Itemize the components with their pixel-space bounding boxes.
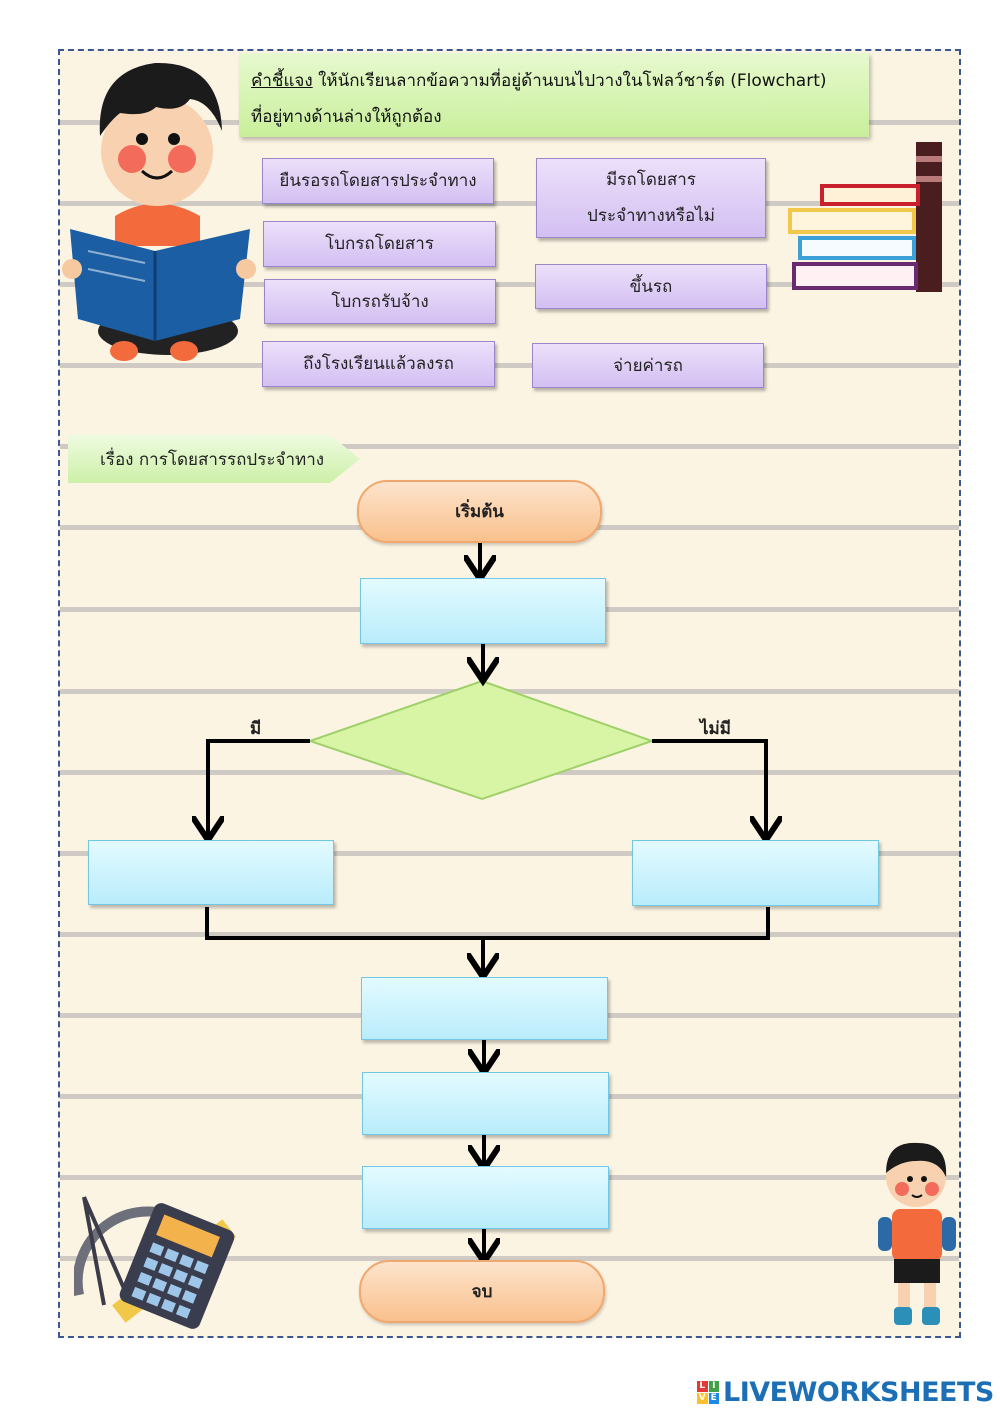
option-wait-bus[interactable]: ยืนรอรถโดยสารประจำทาง [262,158,494,204]
option-pay-fare[interactable]: จ่ายค่ารถ [532,343,764,388]
instructions-box: คำชี้แจง ให้นักเรียนลากข้อความที่อยู่ด้า… [239,53,869,137]
ruled-line [60,444,959,449]
flow-end: จบ [359,1260,605,1323]
flow-step-1-dropzone[interactable] [360,578,606,644]
flow-step-4-dropzone[interactable] [362,1072,609,1135]
no-label: ไม่มี [700,719,731,739]
instructions-line1: ให้นักเรียนลากข้อความที่อยู่ด้านบนไปวางใ… [312,71,827,91]
ruled-line [60,1256,959,1261]
ruled-line [60,201,959,206]
option-get-on[interactable]: ขึ้นรถ [535,264,767,309]
yes-label: มี [250,719,262,739]
ruled-line [60,282,959,287]
flow-step-5-dropzone[interactable] [362,1166,609,1229]
flow-step-3-dropzone[interactable] [361,977,608,1040]
logo-letter: L [697,1381,708,1392]
standing-boy-illustration [878,1142,956,1325]
logo-text: LIVEWORKSHEETS [723,1376,994,1408]
ruled-line [60,363,959,368]
decision-diamond[interactable] [306,679,656,801]
flow-start: เริ่มต้น [357,480,602,543]
boy-reading-illustration [62,62,256,361]
option-wave-bus[interactable]: โบกรถโดยสาร [263,221,496,267]
option-wave-taxi[interactable]: โบกรถรับจ้าง [264,279,496,324]
ruled-line [60,851,959,856]
calculator-tools-illustration [74,1196,236,1329]
ruled-line [60,932,959,937]
flow-yes-branch-dropzone[interactable] [88,840,334,905]
topic-tag: เรื่อง การโดยสารรถประจำทาง [68,435,360,483]
flowchart-connectors [60,543,961,1338]
logo-mark-icon: L I V E [697,1381,719,1404]
flow-no-branch-dropzone[interactable] [632,840,879,906]
logo-letter: E [708,1393,719,1404]
logo-letter: I [708,1381,719,1392]
logo-letter: V [697,1393,708,1404]
books-illustration [788,142,942,292]
liveworksheets-logo: L I V E LIVEWORKSHEETS [697,1375,994,1409]
instructions-line2: ที่อยู่ทางด้านล่างให้ถูกต้อง [251,107,442,127]
option-is-there-bus[interactable]: มีรถโดยสาร ประจำทางหรือไม่ [536,158,766,238]
option-arrive-school[interactable]: ถึงโรงเรียนแล้วลงรถ [262,341,495,387]
worksheet-page: คำชี้แจง ให้นักเรียนลากข้อความที่อยู่ด้า… [58,49,961,1338]
instructions-heading: คำชี้แจง [251,71,313,91]
